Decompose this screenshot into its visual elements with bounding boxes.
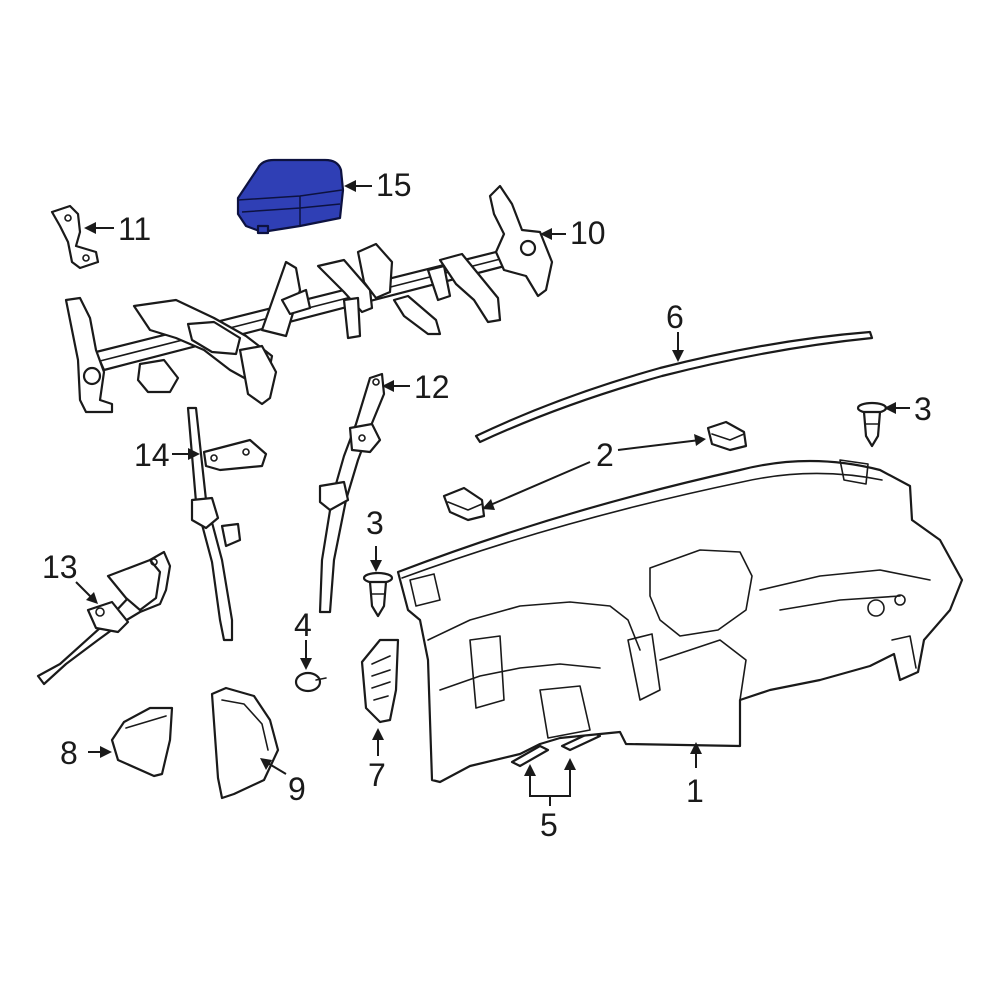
part-12-brace[interactable] [318,372,386,614]
part-13-bracket[interactable] [36,550,172,686]
callout-15: 15 [376,167,412,203]
callout-14: 14 [134,437,170,473]
part-1-instrument-panel[interactable] [396,459,964,784]
part-14-brace[interactable] [186,406,268,642]
part-5-strip-left[interactable] [510,744,550,768]
callout-10: 10 [570,215,606,251]
part-3-push-clip-right[interactable] [856,401,888,448]
callout-3-right: 3 [914,391,932,427]
part-3-push-clip-left[interactable] [362,571,394,618]
callout-11: 11 [118,211,151,247]
part-4-grommet[interactable] [294,671,327,693]
part-10-reinforcement-beam[interactable] [64,184,554,414]
callout-8: 8 [60,735,78,771]
part-6-trim-strip[interactable] [474,330,874,444]
part-11-bracket[interactable] [50,204,100,270]
leader-lines [75,180,910,806]
callout-2: 2 [596,437,614,473]
callout-6: 6 [666,299,684,335]
callout-3-left: 3 [366,505,384,541]
callout-7: 7 [368,757,386,793]
callout-5: 5 [540,807,558,843]
part-2-clip-left[interactable] [442,486,486,522]
part-15-module[interactable] [236,158,345,235]
part-8-cover[interactable] [110,706,174,778]
part-9-end-panel[interactable] [210,686,280,800]
callout-4: 4 [294,607,312,643]
callout-1: 1 [686,773,704,809]
callout-13: 13 [42,549,78,585]
part-7-vent-panel[interactable] [360,638,400,724]
callout-12: 12 [414,369,450,405]
callout-labels: 15 10 11 12 14 6 3 2 3 4 13 7 8 9 1 5 [42,167,932,843]
part-2-clip-right[interactable] [706,420,748,452]
callout-9: 9 [288,771,306,807]
